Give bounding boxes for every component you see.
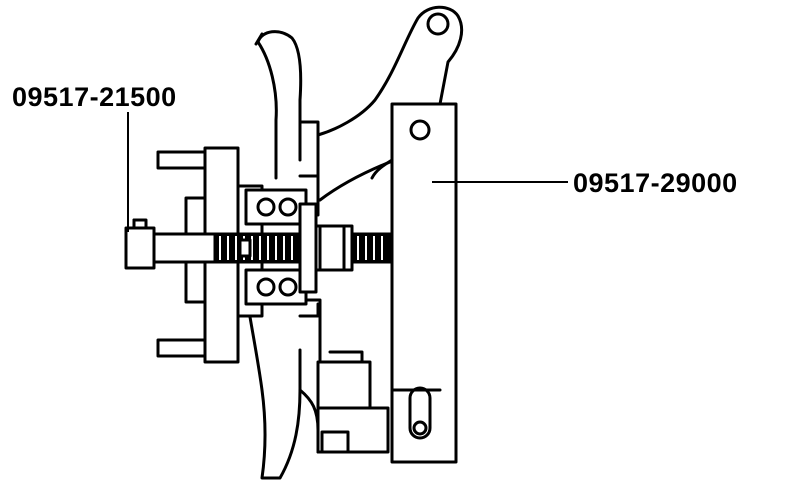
part-number-label-arm: 09517-29000	[573, 168, 738, 198]
puller-bolt	[124, 202, 394, 294]
puller-arm	[370, 102, 458, 464]
steering-knuckle	[246, 5, 464, 480]
wheel-bearing	[244, 174, 320, 318]
part-number-label-bolt: 09517-21500	[12, 82, 177, 112]
